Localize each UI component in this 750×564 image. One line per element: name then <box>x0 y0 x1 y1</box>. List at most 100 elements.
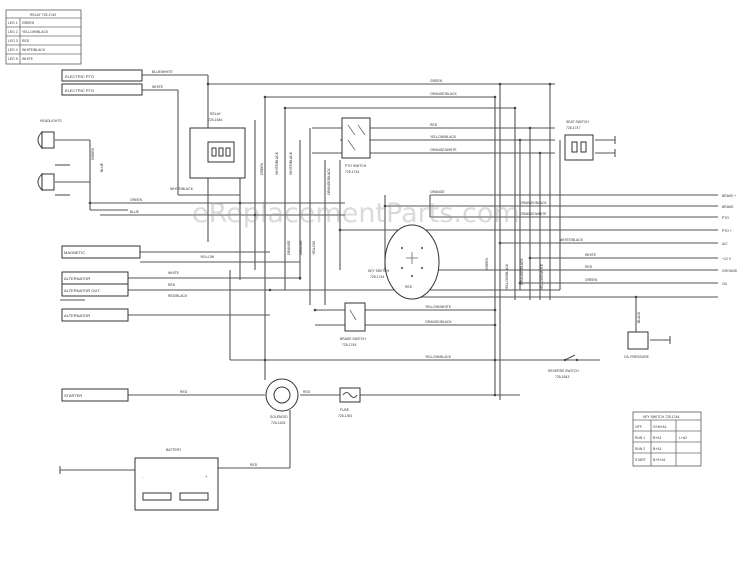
wire-labels: BLUE/WHITE WHITE GREEN ORANGE/BLACK RED … <box>91 70 641 467</box>
starter-label: STARTER <box>64 393 82 398</box>
wire-label: YELLOW/BLACK <box>505 263 509 290</box>
relay-legend-pin: LEG 5 <box>8 57 18 61</box>
key-switch: KEY SWITCH 725-1744 <box>368 224 440 300</box>
oil-pressure-sensor: OIL PRESSURE <box>624 331 671 359</box>
alternator-3-label: ALTERNATOR <box>64 313 90 318</box>
wire-label: WHITE <box>585 253 597 257</box>
key-table-pos: RUN 2 <box>635 447 645 451</box>
wire-label: WHITE/BLACK <box>275 151 279 175</box>
relay-legend-pin: LEG 3 <box>8 39 18 43</box>
wire-label: WHITE <box>168 271 180 275</box>
key-table-title: KEY SWITCH 725-1744 <box>643 415 679 419</box>
wire-label: ORANGE/BLACK <box>425 320 452 324</box>
solenoid: SOLENOID 725-1426 <box>265 378 299 425</box>
key-table-pos: RUN 1 <box>635 436 645 440</box>
wire-label: RED/BLACK <box>168 294 188 298</box>
watermark: eReplacementParts.com <box>192 198 520 229</box>
key-table-pos: OFF <box>635 425 642 429</box>
terminal-label: PTO + <box>722 229 732 233</box>
reverse-switch-label: REVERSE SWITCH <box>548 369 579 373</box>
wire-label: WHITE/BLACK <box>289 151 293 175</box>
wire-label: ORANGE/BLACK <box>520 258 524 285</box>
wire-label: YELLOW/WHITE <box>540 263 544 290</box>
fuse-label: FUSE <box>340 408 350 412</box>
key-switch-label: KEY SWITCH <box>368 269 390 273</box>
relay-legend-color: RED <box>22 39 30 43</box>
terminal-label: PTO <box>722 216 729 220</box>
relay-legend-title: RELAY 725-1740 <box>30 13 56 17</box>
alternator-1-label: ALTERNATOR <box>64 276 90 281</box>
wire-label: GREEN <box>585 278 598 282</box>
magneto: MAGNETIC <box>61 245 141 259</box>
key-switch-part: 725-1744 <box>370 275 384 279</box>
battery-neg: - <box>142 474 144 479</box>
alternator-2: ALTERNATOR OUT. <box>61 283 129 297</box>
relay-legend-color: WHITE <box>22 57 34 61</box>
wire-label: ORANGE <box>430 190 445 194</box>
wire-label: GREEN <box>91 147 95 160</box>
oil-pressure-label: OIL PRESSURE <box>624 355 650 359</box>
solenoid-part: 725-1426 <box>271 421 285 425</box>
terminal-label: OIL <box>722 282 728 286</box>
solenoid-label: SOLENOID <box>270 415 288 419</box>
wire-label: ORANGE <box>299 240 303 255</box>
wire-label: RED <box>303 390 311 394</box>
wire-label: YELLOW/BLACK <box>425 355 452 359</box>
reverse-switch: REVERSE SWITCH 725-1643 <box>548 354 579 379</box>
terminal-label: GROUND <box>722 269 738 273</box>
seat-switch-part: 725-1747 <box>566 126 580 130</box>
wire-label: RED <box>180 390 188 394</box>
wire-label: BLUE <box>130 210 140 214</box>
seat-switch-label: SEAT SWITCH <box>566 120 589 124</box>
wire-label: RED <box>250 463 258 467</box>
wire-label: RED <box>168 283 176 287</box>
alternator-2-label: ALTERNATOR OUT. <box>64 288 100 293</box>
relay-legend-color: GREEN <box>22 21 35 25</box>
fuse: FUSE 725-1391 <box>338 387 361 418</box>
wire-label: ORANGE <box>287 240 291 255</box>
brake-switch-part: 725-1745 <box>342 343 356 347</box>
wire-label: ORANGE/WHITE <box>520 212 547 216</box>
wire-label: GREEN <box>260 162 264 175</box>
pto-switch-part: 725-1744 <box>345 170 359 174</box>
wire-label: ORANGE/BLACK <box>520 201 547 205</box>
pto-switch-label: PTO SWITCH <box>345 164 367 168</box>
starter: STARTER <box>61 388 129 402</box>
headlights-label: HEADLIGHTS <box>40 119 62 123</box>
alternator-1: ALTERNATOR <box>61 271 129 285</box>
key-table-contacts: B+A1 <box>653 447 662 451</box>
pto-switch: PTO SWITCH 725-1744 <box>341 117 371 174</box>
brake-switch-label: BRAKE SWITCH <box>340 337 366 341</box>
electric-pto-1-label: ELECTRIC PTO <box>65 74 94 79</box>
terminal-label: +12 V <box>722 257 732 261</box>
wire-label: GREEN <box>485 257 489 270</box>
relay-legend-pin: LEG 2 <box>8 30 18 34</box>
wire-label: RED <box>430 123 438 127</box>
relay: RELAY 725-1646 <box>189 112 246 179</box>
wire-label: YELLOW/BLACK <box>430 135 457 139</box>
key-table-contacts: B+S+A1 <box>653 458 666 462</box>
wire-label: WHITE/BLACK <box>560 238 584 242</box>
wire-label: GREEN <box>430 79 443 83</box>
battery-label: BATTERY <box>166 448 182 452</box>
relay-legend-color: WHITE/BLACK <box>22 48 46 52</box>
relay-label: RELAY <box>210 112 222 116</box>
wire-label: YELLOW <box>312 240 316 255</box>
key-table-pos: START <box>635 458 646 462</box>
key-table-extra: L+A2 <box>679 436 687 440</box>
wire-label: ORANGE/BLACK <box>430 92 457 96</box>
headlights: HEADLIGHTS <box>37 119 62 192</box>
wire-label: BLUE <box>100 162 104 172</box>
key-table-contacts: B+A1 <box>653 436 662 440</box>
brake-switch: BRAKE SWITCH 725-1745 <box>340 302 366 347</box>
battery: BATTERY - + <box>59 448 219 511</box>
terminal-label: BRAKE + <box>722 194 736 198</box>
magneto-label: MAGNETIC <box>64 250 85 255</box>
electric-pto-1: ELECTRIC PTO <box>61 69 143 82</box>
wire-label: YELLOW <box>200 255 215 259</box>
battery-pos: + <box>205 474 208 479</box>
junction-dots <box>88 82 638 397</box>
right-terminals: BRAKE + BRAKE PTO PTO + A/C +12 V GROUND… <box>722 194 738 286</box>
wire-label: BLACK <box>637 311 641 323</box>
